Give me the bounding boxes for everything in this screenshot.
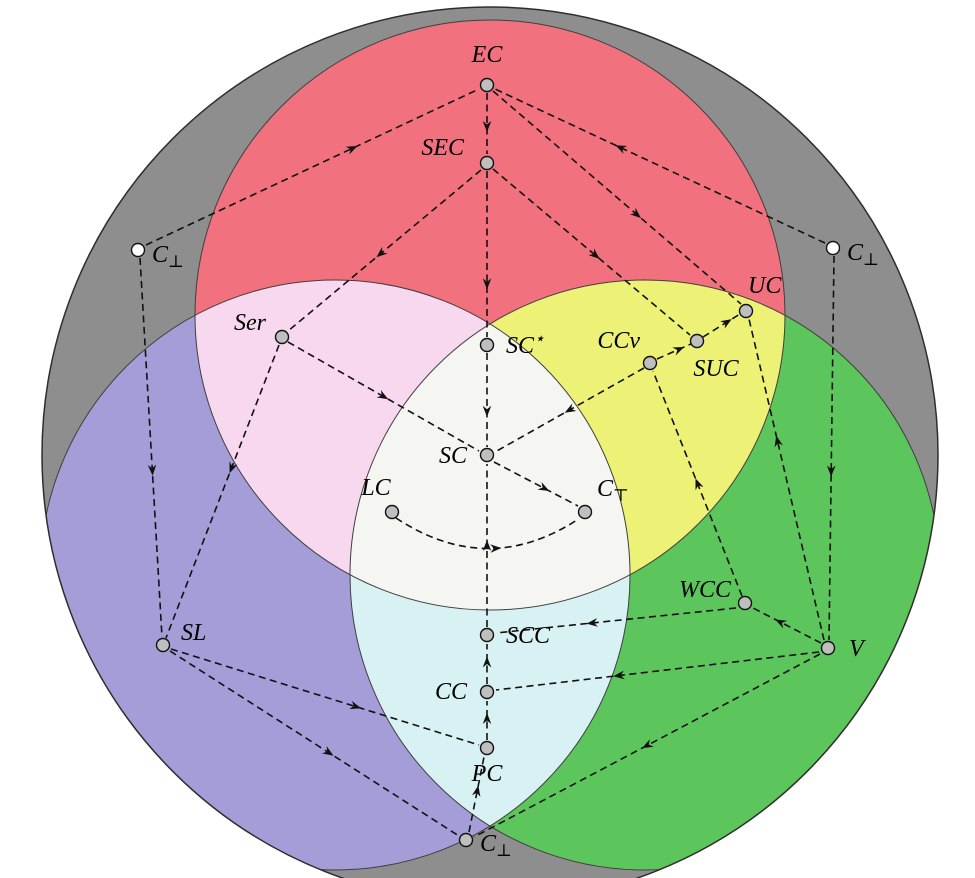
arrowhead-PC-CC <box>482 713 492 725</box>
arrowhead-SEC-SUC <box>588 248 600 259</box>
node-SUC <box>689 333 705 349</box>
node-LC <box>384 504 400 520</box>
arrowhead-SEC-Ser <box>376 246 388 258</box>
center-overlap <box>350 280 630 610</box>
edge-CCv-SUC <box>656 343 692 360</box>
node-CBL <box>130 242 146 258</box>
arrowhead-CCv-SUC <box>672 347 685 356</box>
edge-CBL-SL <box>139 257 163 638</box>
node-UC <box>738 303 754 319</box>
arrowhead-SCstar-SC <box>482 405 492 417</box>
arrowhead-CBR-V <box>826 465 836 477</box>
left-set-outline <box>42 279 631 871</box>
node-PC <box>479 740 495 756</box>
label-SCC: SCC <box>506 623 551 649</box>
arrowhead-CBB-PC <box>471 785 481 797</box>
edge-V-WCC <box>752 607 822 644</box>
arrowhead-V-CC <box>613 670 625 680</box>
edge-SEC-SUC <box>492 168 691 336</box>
label-EC: EC <box>471 42 504 68</box>
edge-V-CC <box>495 651 820 691</box>
label-PC: PC <box>471 761 504 787</box>
node-Ser <box>274 329 290 345</box>
node-CBR <box>825 240 841 256</box>
label-WCC: WCC <box>679 577 732 603</box>
label-UC: UC <box>748 273 782 299</box>
label-CBR: C⊥ <box>847 240 879 269</box>
label-SCstar: SC⋆ <box>506 329 545 359</box>
label-CBB: C⊥ <box>480 831 512 860</box>
edge-SL-PC <box>170 648 480 746</box>
node-Ctop <box>577 504 593 520</box>
arrowhead-V-UC <box>774 435 783 448</box>
right-set-outline <box>349 279 938 871</box>
edge-V-UC <box>748 318 825 641</box>
edge-SEC-Ser <box>287 169 482 332</box>
label-SEC: SEC <box>421 135 465 161</box>
label-CC: CC <box>435 679 468 705</box>
venn-regions <box>42 19 938 871</box>
arrowhead-EC-UC <box>629 207 642 219</box>
edge-CBB-PC <box>468 756 485 833</box>
label-CCv: CCv <box>597 328 640 354</box>
label-LC: LC <box>360 475 391 501</box>
edge-LC-Ctop <box>395 517 578 550</box>
arrowhead-WCC-SCC <box>586 618 598 627</box>
arrowhead-SEC-SCstar <box>482 278 492 290</box>
arrowhead-CBL-EC <box>345 145 358 155</box>
node-SL <box>155 637 171 653</box>
arrowhead-CBL-SL <box>147 464 157 476</box>
node-WCC <box>737 595 753 611</box>
arrowhead-SL-CBB <box>321 746 334 756</box>
arrowhead-SL-PC <box>349 700 362 710</box>
arrowhead-WCC-CCv <box>695 478 704 491</box>
node-CC <box>479 684 495 700</box>
label-SUC: SUC <box>693 356 739 382</box>
edge-WCC-SCC <box>495 607 737 634</box>
outer-circle-outline <box>41 6 939 878</box>
arrowhead-SC-Ctop <box>537 482 550 491</box>
edges-layer <box>139 88 836 838</box>
edge-CBR-EC <box>494 88 826 244</box>
node-SC <box>479 447 495 463</box>
edge-EC-UC <box>492 90 742 305</box>
label-CBL: C⊥ <box>152 242 184 271</box>
edge-Ser-SL <box>165 344 280 639</box>
arrowhead-EC-SEC <box>482 121 492 133</box>
node-SCC <box>479 627 495 643</box>
node-SEC <box>479 155 495 171</box>
label-SC: SC <box>439 443 468 469</box>
node-SCstar <box>479 337 495 353</box>
arrowhead-CBR-EC <box>615 145 628 154</box>
arrowhead-SUC-UC <box>720 319 732 329</box>
arrowhead-CC-SCC <box>482 656 492 668</box>
arrowhead-Ser-SC <box>376 390 389 400</box>
label-Ctop: C⊤ <box>597 476 629 505</box>
edge-SUC-UC <box>702 313 741 338</box>
node-V <box>820 640 836 656</box>
edge-SC-Ctop <box>493 461 579 507</box>
arrowhead-V-CBB <box>642 739 654 749</box>
label-Ser: Ser <box>234 310 267 336</box>
arrowhead-LC-Ctop <box>490 544 502 553</box>
node-CBB <box>458 832 474 848</box>
label-SL: SL <box>181 620 206 646</box>
arrowhead-CCv-SC <box>564 403 577 413</box>
label-V: V <box>849 636 866 662</box>
edge-CBL-EC <box>145 88 480 246</box>
arrowhead-V-WCC <box>775 619 788 629</box>
node-CCv <box>642 355 658 371</box>
edge-CBR-V <box>828 255 835 641</box>
arrowhead-Ser-SL <box>229 461 238 474</box>
node-EC <box>479 77 495 93</box>
